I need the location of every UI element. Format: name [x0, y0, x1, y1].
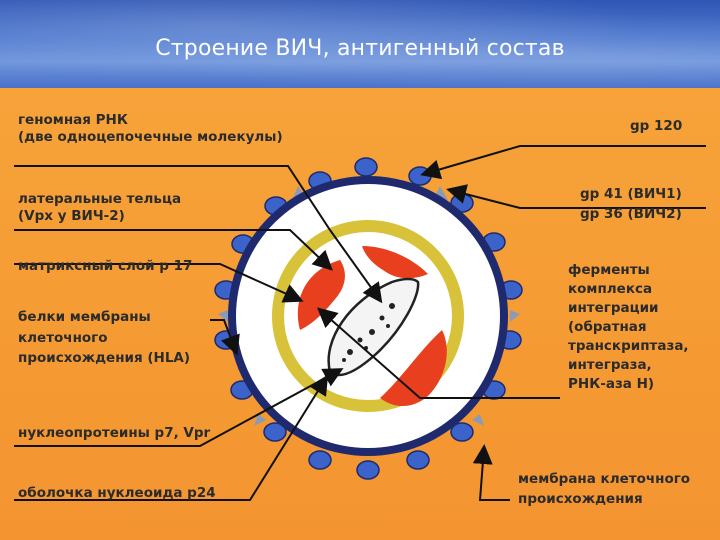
leader-enzymes — [316, 307, 560, 399]
leader-matrix — [14, 263, 304, 303]
label-gp41: gp 41 (ВИЧ1) — [580, 186, 682, 202]
label-nucleoproteins: нуклеопротеины р7, Vpr — [18, 425, 211, 441]
label-genomic-rna: геномная РНК — [18, 112, 128, 128]
slide-title: Строение ВИЧ, антигенный состав — [155, 36, 565, 61]
leader-nucleoprotein — [14, 368, 344, 447]
label-enzymes-6: интеграза, — [568, 357, 652, 373]
leader-genomic-rna — [14, 165, 383, 304]
label-membrane-proteins-2: клеточного — [18, 330, 108, 346]
label-lateral-bodies-detail: (Vpx у ВИЧ-2) — [18, 208, 125, 224]
title-banner — [0, 0, 720, 88]
label-enzymes-1: ферменты — [568, 262, 650, 278]
label-genomic-rna-detail: (две одноцепочечные молекулы) — [18, 129, 283, 145]
label-enzymes-3: интеграции — [568, 300, 659, 316]
leader-lateral-bodies — [14, 229, 333, 271]
leader-gp41 — [446, 184, 706, 209]
label-membrane-proteins-3: происхождения (HLA) — [18, 350, 191, 366]
label-gp120: gp 120 — [630, 118, 683, 134]
label-cell-membrane-2: происхождения — [518, 491, 643, 507]
label-gp36: gp 36 (ВИЧ2) — [580, 206, 682, 222]
label-enzymes-7: РНК-аза Н) — [568, 376, 655, 392]
rna-blob-left — [297, 260, 345, 330]
label-lateral-bodies: латеральные тельца — [18, 191, 182, 207]
label-membrane-proteins-1: белки мембраны — [18, 309, 151, 325]
leader-hla — [210, 319, 240, 356]
leader-gp120 — [420, 145, 706, 180]
label-enzymes-2: комплекса — [568, 281, 653, 297]
rna-blob-top — [362, 246, 428, 279]
leader-lines — [14, 145, 706, 501]
nucleoid-contents — [342, 303, 395, 362]
label-cell-membrane-1: мембрана клеточного — [518, 471, 691, 487]
virion — [214, 157, 523, 480]
label-enzymes-5: транскриптаза, — [568, 338, 689, 354]
leader-nucleoid-shell — [14, 374, 329, 501]
leader-cell-membrane — [472, 444, 510, 501]
label-nucleoid-shell: оболочка нуклеоида р24 — [18, 485, 216, 501]
label-enzymes-4: (обратная — [568, 319, 647, 335]
label-matrix-layer: матриксный слой р 17 — [18, 258, 193, 274]
rna-blob-right — [380, 330, 447, 407]
